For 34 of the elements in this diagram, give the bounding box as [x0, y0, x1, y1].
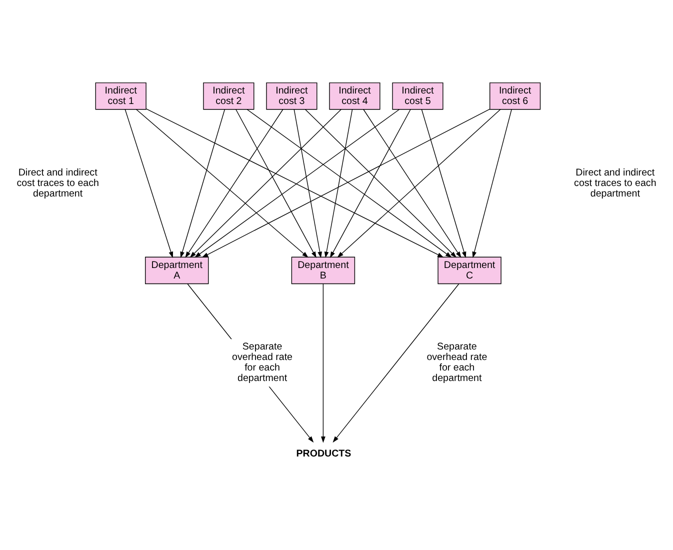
node-box: Indirect cost 6 — [489, 82, 541, 110]
arrow — [136, 109, 308, 258]
node-box: Indirect cost 3 — [266, 82, 318, 110]
node-box: Indirect cost 4 — [329, 82, 380, 110]
arrow — [305, 109, 457, 258]
node-box: Department B — [291, 256, 356, 284]
node-box: Indirect cost 5 — [392, 82, 444, 110]
arrow — [330, 109, 411, 258]
node-text: PRODUCTS — [296, 448, 352, 460]
arrow — [246, 109, 452, 258]
node-box: Indirect cost 2 — [203, 82, 254, 110]
arrow — [202, 108, 490, 258]
arrow — [236, 109, 316, 258]
arrow — [180, 109, 226, 258]
arrow — [124, 109, 174, 258]
arrow — [185, 109, 284, 258]
label: Direct and indirect cost traces to each department — [16, 167, 99, 200]
arrow — [294, 109, 322, 258]
arrow — [194, 109, 400, 258]
node-box: Department A — [145, 256, 209, 284]
arrow — [363, 109, 462, 258]
label: Separate overhead rate for each department — [426, 342, 488, 384]
label: Separate overhead rate for each department — [232, 342, 293, 384]
arrow — [146, 108, 444, 258]
arrow — [190, 109, 342, 258]
arrow — [332, 284, 460, 443]
arrow — [472, 109, 512, 258]
arrow — [320, 284, 326, 443]
node-box: Department C — [438, 256, 502, 284]
arrow — [421, 109, 466, 258]
arrow — [324, 109, 353, 258]
arrow — [337, 109, 501, 258]
label: Direct and indirect cost traces to each department — [574, 167, 656, 200]
node-box: Indirect cost 1 — [95, 82, 146, 110]
